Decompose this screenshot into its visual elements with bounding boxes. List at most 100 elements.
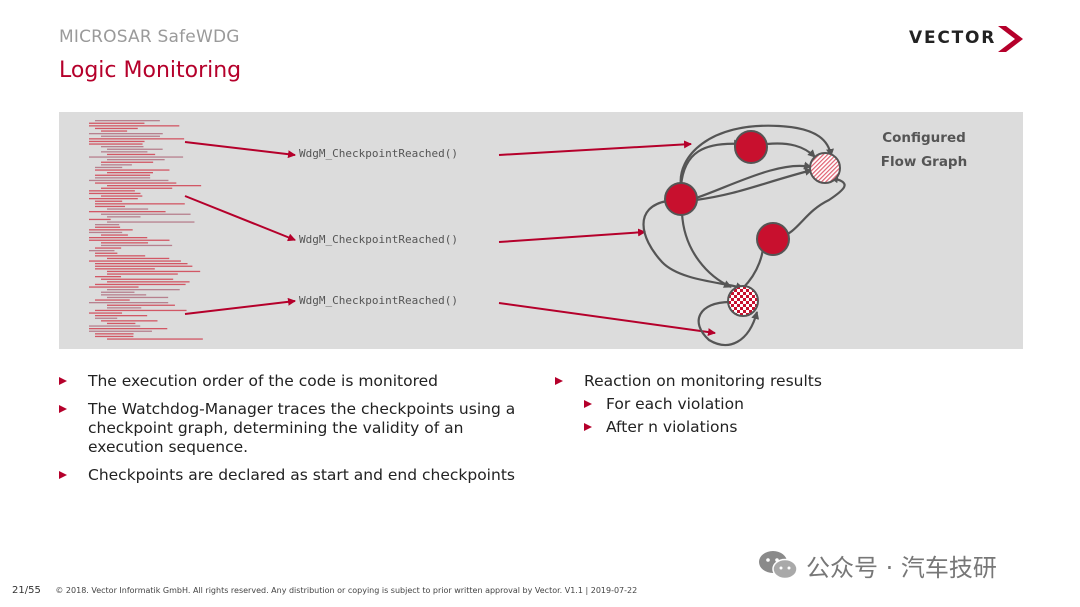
code-line xyxy=(101,195,143,197)
code-line xyxy=(89,125,180,127)
code-line xyxy=(89,122,145,124)
code-line xyxy=(107,153,156,156)
code-line xyxy=(95,169,170,171)
copyright-text: © 2018. Vector Informatik GmbH. All righ… xyxy=(55,586,638,595)
code-line xyxy=(95,276,122,278)
sub-bullet-text: After n violations xyxy=(606,418,738,436)
code-line xyxy=(95,200,123,202)
code-line xyxy=(95,252,118,254)
code-line xyxy=(95,226,121,228)
code-line xyxy=(95,174,151,176)
flow-graph-edges xyxy=(642,124,846,346)
code-line xyxy=(107,221,195,223)
wechat-icon xyxy=(759,551,798,580)
code-line xyxy=(95,309,187,312)
code-line xyxy=(101,278,174,280)
code-line xyxy=(101,161,154,163)
bullet-arrow-icon xyxy=(584,400,592,408)
code-line xyxy=(107,270,201,273)
code-line xyxy=(101,234,128,236)
bullet-text: Checkpoints are declared as start and en… xyxy=(88,466,515,484)
code-line xyxy=(95,120,160,122)
code-line xyxy=(95,247,122,249)
checkpoint-call-label: WdgM_CheckpointReached() xyxy=(299,294,458,307)
flow-graph-label-line1: Configured xyxy=(882,130,966,146)
code-line xyxy=(101,213,191,215)
code-line xyxy=(101,164,132,166)
bullet-item: Checkpoints are declared as start and en… xyxy=(59,466,529,485)
flow-diagram: WdgM_CheckpointReached() WdgM_Checkpoint… xyxy=(59,112,1023,349)
code-line xyxy=(107,257,170,260)
section-subtitle: MICROSAR SafeWDG xyxy=(59,27,240,47)
code-line xyxy=(107,322,136,325)
code-line xyxy=(101,135,160,137)
graph-node xyxy=(664,182,698,216)
code-line xyxy=(89,328,168,330)
flow-graph-label: Configured Flow Graph xyxy=(869,126,979,174)
bullet-text: The execution order of the code is monit… xyxy=(88,372,438,390)
flow-graph-label-line2: Flow Graph xyxy=(880,154,968,170)
code-line xyxy=(95,263,188,265)
code-lines xyxy=(89,120,203,340)
watermark-text: 公众号 · 汽车技研 xyxy=(806,554,997,582)
code-listing xyxy=(89,120,846,346)
bullet-item: Reaction on monitoring results For each … xyxy=(555,372,875,437)
code-line xyxy=(101,151,148,153)
code-line xyxy=(101,291,135,293)
code-line xyxy=(89,250,115,252)
code-line xyxy=(89,179,169,182)
code-line xyxy=(89,156,184,158)
code-line xyxy=(101,187,173,189)
bullet-arrow-icon xyxy=(555,377,563,385)
code-line xyxy=(89,231,123,234)
code-line xyxy=(107,148,163,150)
code-line xyxy=(89,192,141,195)
call-arrow-2-in xyxy=(184,195,296,242)
code-line xyxy=(89,330,152,332)
code-line xyxy=(107,216,141,218)
bullet-text: Reaction on monitoring results xyxy=(584,372,822,390)
call-arrow-3-out xyxy=(498,302,716,336)
code-line xyxy=(107,281,190,283)
page-number: 21/55 xyxy=(12,585,41,596)
code-line xyxy=(89,239,170,241)
call-arrow-1-in xyxy=(184,141,296,159)
bullet-item: The execution order of the code is monit… xyxy=(59,372,529,391)
code-line xyxy=(107,172,153,174)
code-line xyxy=(95,177,151,179)
code-line xyxy=(89,286,139,288)
code-line xyxy=(95,268,155,270)
code-line xyxy=(95,299,130,301)
code-line xyxy=(89,198,138,200)
code-line xyxy=(95,255,146,257)
call-arrow-1-out xyxy=(498,140,692,156)
bullet-arrow-icon xyxy=(59,377,67,385)
code-line xyxy=(89,325,141,327)
code-line xyxy=(89,211,166,213)
code-line xyxy=(95,265,193,267)
code-line xyxy=(101,320,158,322)
code-line xyxy=(89,140,145,143)
code-line xyxy=(95,224,120,226)
code-line xyxy=(95,333,134,335)
code-line xyxy=(107,185,202,187)
call-arrow-2-out xyxy=(498,228,646,243)
code-line xyxy=(95,283,186,286)
code-line xyxy=(89,237,148,239)
code-line xyxy=(89,302,169,304)
code-line xyxy=(107,304,175,306)
code-line xyxy=(95,315,148,317)
code-line xyxy=(89,190,135,192)
bullet-item: The Watchdog-Manager traces the checkpoi… xyxy=(59,400,529,457)
code-line xyxy=(95,203,185,205)
graph-node xyxy=(756,222,790,256)
checkpoint-call-label: WdgM_CheckpointReached() xyxy=(299,233,458,246)
code-line xyxy=(95,166,123,169)
end-checkpoint-node xyxy=(809,152,841,184)
vector-chevron-icon xyxy=(998,26,1023,52)
code-line xyxy=(107,273,178,275)
code-line xyxy=(89,260,181,262)
bullet-text: The Watchdog-Manager traces the checkpoi… xyxy=(88,400,516,456)
code-line xyxy=(95,205,126,208)
vector-logo: VECTOR xyxy=(909,25,1024,53)
